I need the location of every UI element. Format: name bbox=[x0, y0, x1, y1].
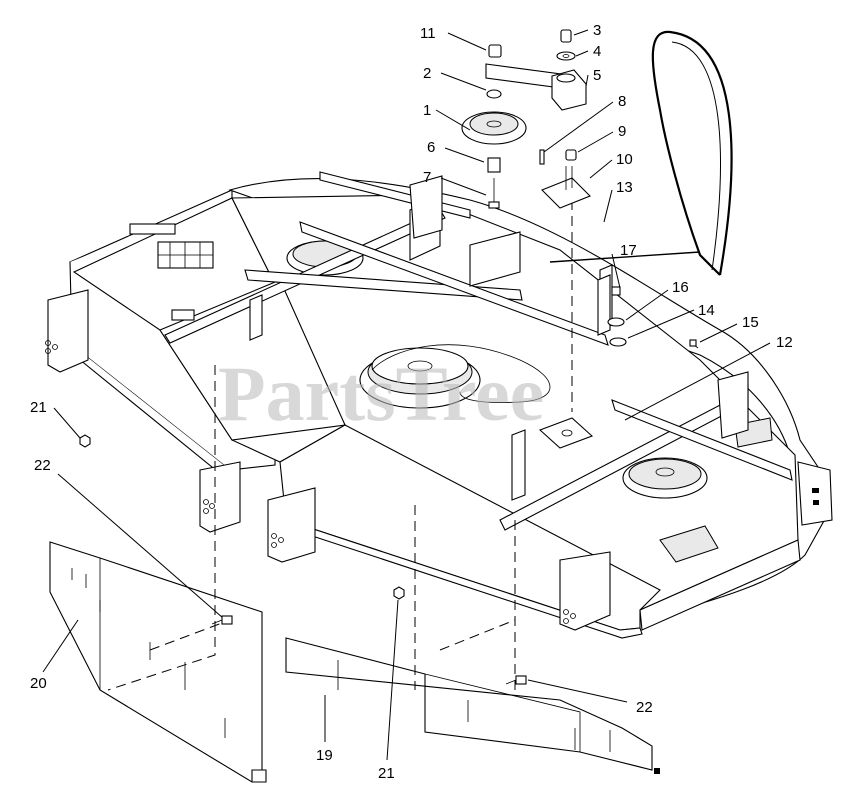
callout-14: 14 bbox=[698, 302, 715, 319]
baffle-hardware bbox=[79, 434, 527, 685]
callout-8: 8 bbox=[618, 93, 626, 110]
deck-decals bbox=[129, 223, 773, 563]
baffle-right bbox=[285, 637, 660, 774]
callout-10: 10 bbox=[616, 151, 633, 168]
callout-19: 19 bbox=[316, 747, 333, 764]
belt-guide-bracket bbox=[597, 274, 699, 349]
right-spindle-pulley bbox=[622, 457, 708, 499]
callout-7: 7 bbox=[423, 169, 431, 186]
callout-12: 12 bbox=[776, 334, 793, 351]
callout-13: 13 bbox=[616, 179, 633, 196]
baffle-left bbox=[49, 541, 267, 783]
center-spindle-pulley bbox=[359, 347, 481, 409]
idler-pulley-assembly bbox=[461, 29, 594, 449]
callout-21-left: 21 bbox=[30, 399, 47, 416]
callout-2: 2 bbox=[423, 65, 431, 82]
watermark-text: PartsTree bbox=[218, 350, 544, 437]
callout-11: 11 bbox=[420, 25, 436, 42]
deck-mount-hangers bbox=[45, 175, 749, 631]
callout-5: 5 bbox=[593, 67, 601, 84]
callout-20: 20 bbox=[30, 675, 47, 692]
callout-3: 3 bbox=[593, 22, 601, 39]
belt-part-13 bbox=[651, 30, 733, 276]
alignment-lines bbox=[107, 200, 573, 691]
deck-cross-braces bbox=[164, 171, 793, 531]
callout-labels: 11 2 1 6 7 3 4 5 8 9 10 13 17 16 14 15 1… bbox=[30, 22, 793, 782]
callout-22-left: 22 bbox=[34, 457, 51, 474]
callout-22-right: 22 bbox=[636, 699, 653, 716]
callout-9: 9 bbox=[618, 123, 626, 140]
callout-leaders bbox=[42, 29, 771, 761]
callout-15: 15 bbox=[742, 314, 759, 331]
callout-1: 1 bbox=[423, 102, 431, 119]
callout-17: 17 bbox=[620, 242, 637, 259]
callout-21-bottom: 21 bbox=[378, 765, 395, 782]
callout-6: 6 bbox=[427, 139, 435, 156]
callout-16: 16 bbox=[672, 279, 689, 296]
callout-4: 4 bbox=[593, 43, 601, 60]
deck-drive-belt bbox=[371, 344, 551, 403]
